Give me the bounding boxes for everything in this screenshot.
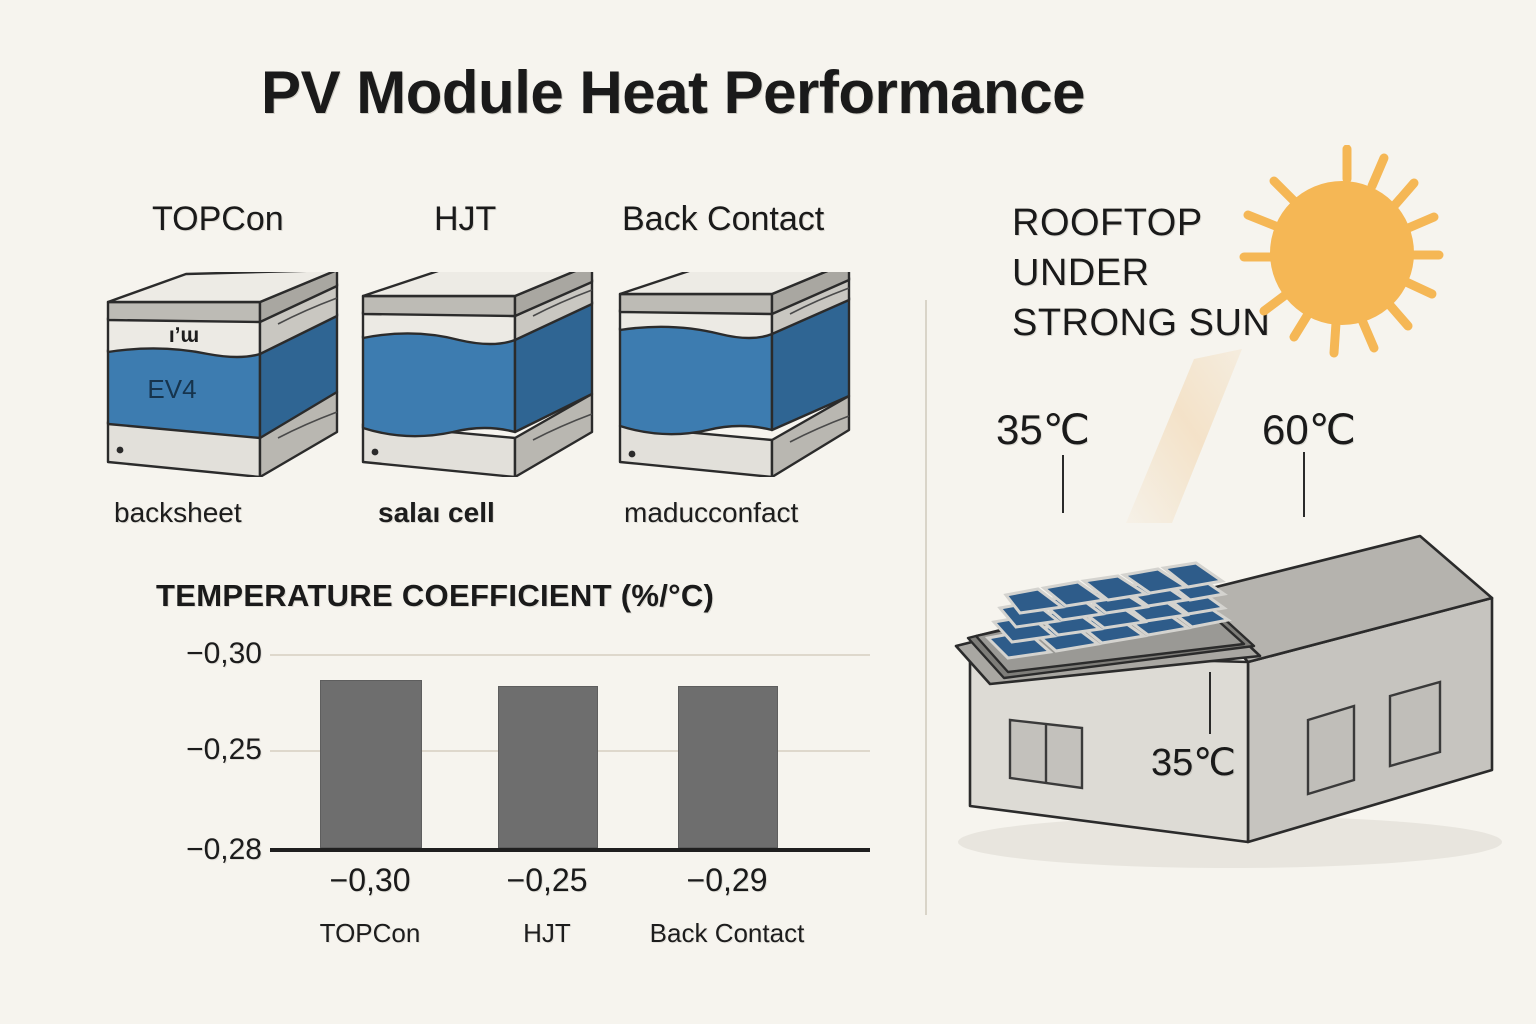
cube-cell-layer-label: EV4 [147,374,196,404]
chart-title: TEMPERATURE COEFFICIENT (%/°C) [156,578,715,613]
temperature-badge-roof-ambient: 35℃ [996,406,1090,453]
module-heading-topcon: TOPCon [152,200,284,238]
bar-topcon[interactable] [320,680,422,848]
leader-line-wall-ambient [1209,672,1211,734]
bar-hjt[interactable] [498,686,598,848]
house-with-solar-panel [930,470,1520,870]
bar-value-topcon: −0,30 [329,862,411,898]
module-cube-topcon: ıʼɯ EV4 [100,272,345,477]
cube-top-layer-scribble: ıʼɯ [169,324,199,347]
y-tick-2: −0,28 [186,833,262,866]
sun-icon [1238,144,1456,360]
y-axis-labels: −0,30 −0,25 −0,28 [150,637,262,866]
page-title-text: PV Module Heat Performance [261,59,1085,126]
scene-caption-line-3: STRONG SUN [1012,302,1271,344]
leader-line-roof-ambient [1062,455,1064,513]
sunlight-beam [1120,345,1350,525]
bar-chart: −0,30 −0,25 −0,28 −0,30 −0,25 −0,29 TOPC… [150,637,870,948]
temperature-badge-wall-ambient: 35℃ [1151,742,1236,784]
module-heading-hjt: HJT [434,200,497,238]
module-cube-back-contact [612,272,857,477]
module-heading-back-contact: Back Contact [622,200,825,238]
scene-caption-line-1: ROOFTOP [1012,202,1203,244]
leader-line-panel-hot [1303,452,1305,517]
bar-category-topcon: TOPCon [319,918,421,948]
y-tick-1: −0,25 [186,733,262,766]
bar-value-hjt: −0,25 [506,862,588,898]
module-sublabel-backsheet: backsheet [114,497,242,528]
bar-category-back-contact: Back Contact [649,918,805,948]
module-cube-hjt [355,272,600,477]
bar-category-hjt: HJT [523,918,571,948]
page-title: PV Module Heat Performance [0,58,1536,127]
x-axis-baseline [270,848,870,852]
y-tick-0: −0,30 [186,637,262,670]
bar-back-contact[interactable] [678,686,778,848]
module-sublabel-back-contact: maducconfact [624,497,799,528]
gridline-upper [270,654,870,656]
scene-caption-line-2: UNDER [1012,252,1150,294]
temperature-badge-panel-hot: 60℃ [1262,406,1356,453]
panel-divider [925,300,927,915]
bar-value-back-contact: −0,29 [686,862,768,898]
scene-caption: ROOFTOP UNDER STRONG SUN [1012,198,1270,348]
module-sublabel-solar-cell: salaı cell [378,497,495,528]
